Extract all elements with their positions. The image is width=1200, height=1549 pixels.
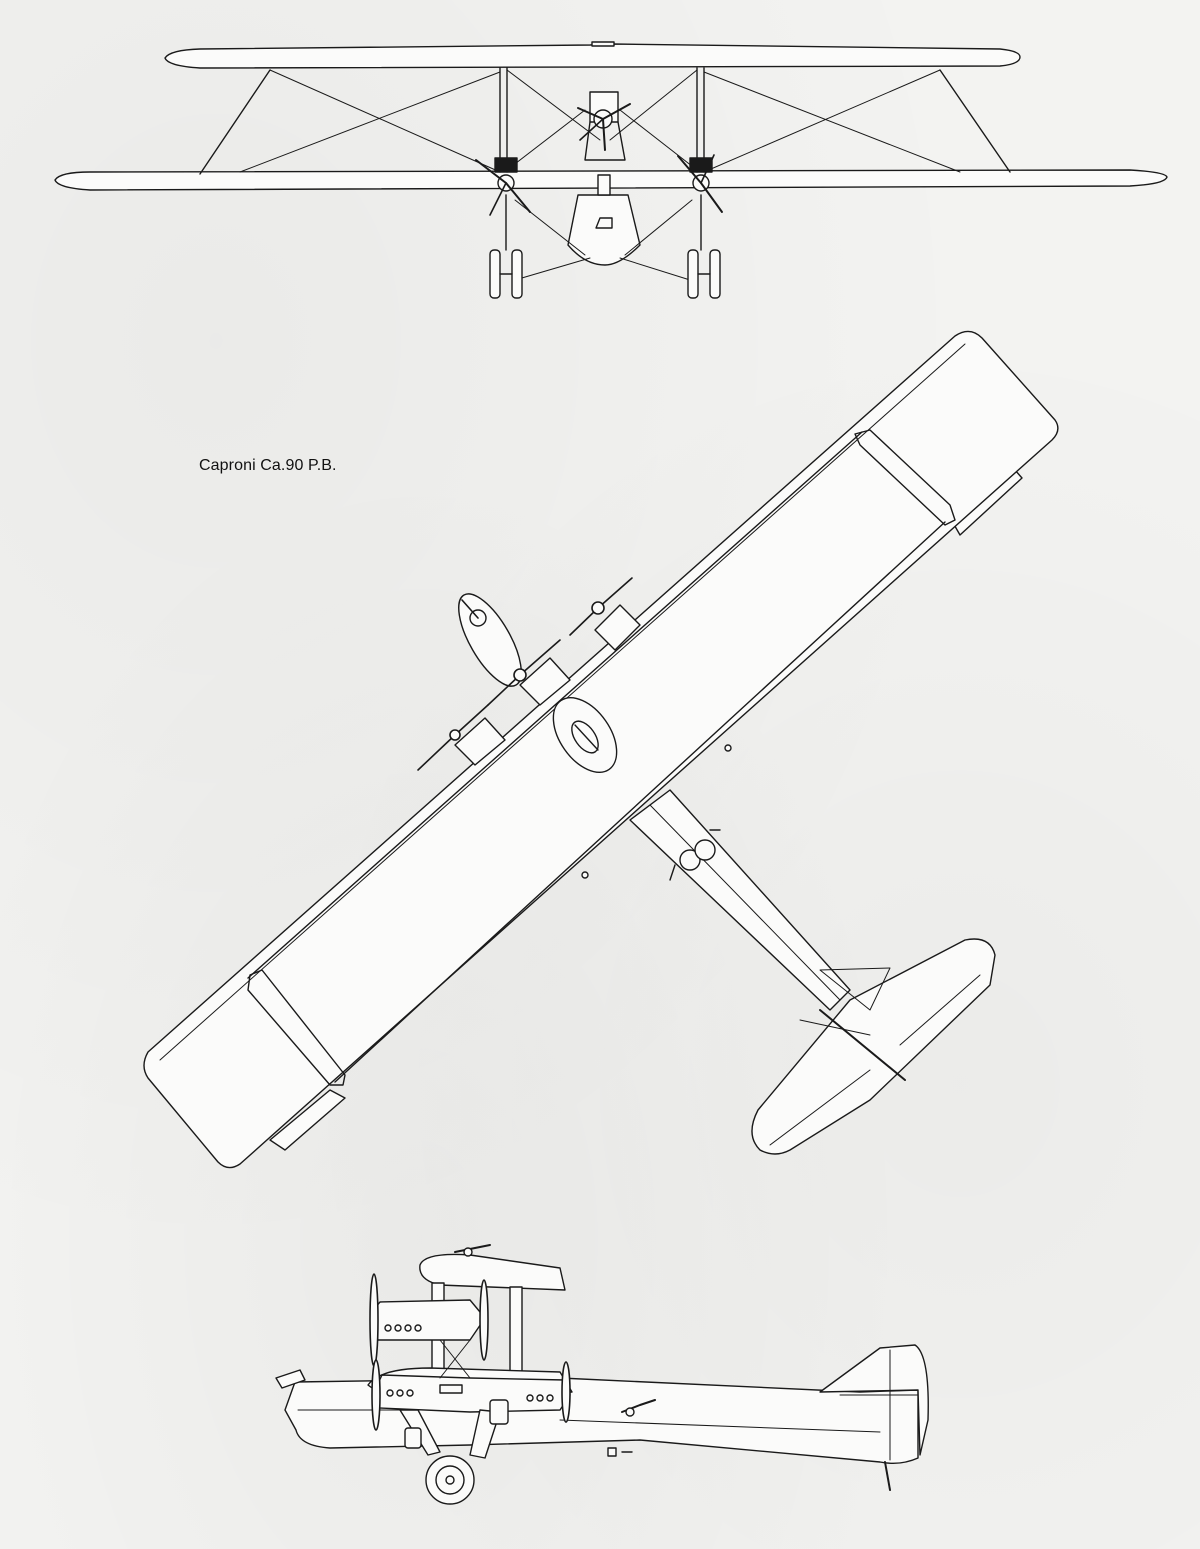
front-fuselage <box>568 195 640 265</box>
top-aileron-left <box>248 970 345 1085</box>
top-fuselage <box>630 790 850 1010</box>
side-upper-wing <box>420 1254 565 1290</box>
top-lower-wing-tip-left <box>270 1090 345 1150</box>
front-upper-wing-tab <box>592 42 614 46</box>
side-lower-engine <box>375 1375 570 1412</box>
side-prop-lower-front <box>372 1360 380 1430</box>
top-engine-nacelle-3 <box>595 605 640 650</box>
top-aileron-right <box>855 430 955 525</box>
top-engine-nacelle-2 <box>520 658 570 705</box>
side-fin <box>820 1345 928 1455</box>
side-prop-upper-rear <box>480 1280 488 1360</box>
top-engine-nacelle-1 <box>455 718 505 765</box>
front-lower-wing <box>55 170 1167 190</box>
side-upper-engine <box>372 1300 485 1340</box>
side-prop-upper-front <box>370 1274 378 1366</box>
top-tailplane <box>752 939 995 1154</box>
side-prop-lower-rear <box>562 1362 570 1422</box>
front-right-engine-block <box>690 158 712 172</box>
front-view <box>0 0 1200 320</box>
front-upper-wing <box>165 44 1020 68</box>
front-left-engine-block <box>495 158 517 172</box>
top-view <box>0 0 1200 1200</box>
aircraft-caption: Caproni Ca.90 P.B. <box>199 457 337 474</box>
